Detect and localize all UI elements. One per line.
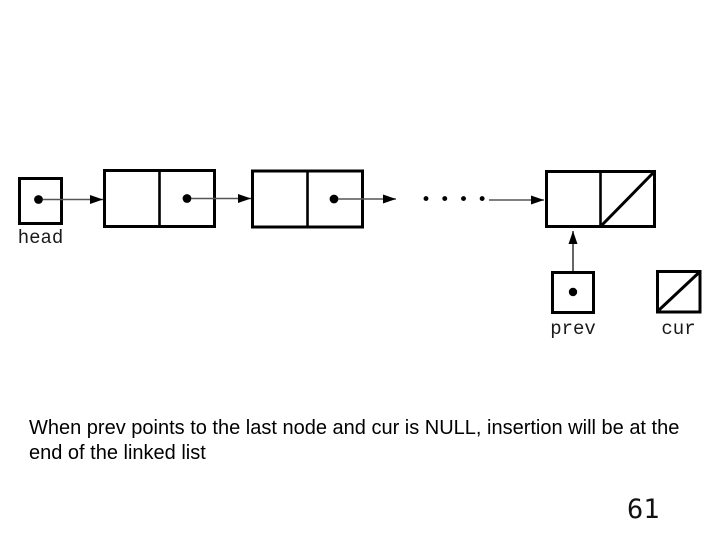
head-pointer-dot — [34, 195, 43, 204]
prev-pointer-box — [551, 271, 595, 314]
prev-label: prev — [550, 318, 596, 340]
head-pointer-box — [18, 177, 63, 225]
cur-label: cur — [661, 318, 695, 340]
head-label: head — [18, 227, 64, 249]
ellipsis-dots: •••• — [421, 190, 496, 210]
linked-list-diagram: head •••• prev cur — [18, 169, 702, 340]
slide-page-number: 61 — [627, 494, 660, 525]
node-1-next-dot — [182, 194, 192, 203]
prev-pointer-dot — [568, 287, 578, 297]
slide-caption: When prev points to the last node and cu… — [29, 417, 680, 464]
cur-null-slash — [657, 271, 700, 312]
last-node-null-slash — [600, 171, 655, 227]
node-2-next-dot — [329, 194, 339, 204]
